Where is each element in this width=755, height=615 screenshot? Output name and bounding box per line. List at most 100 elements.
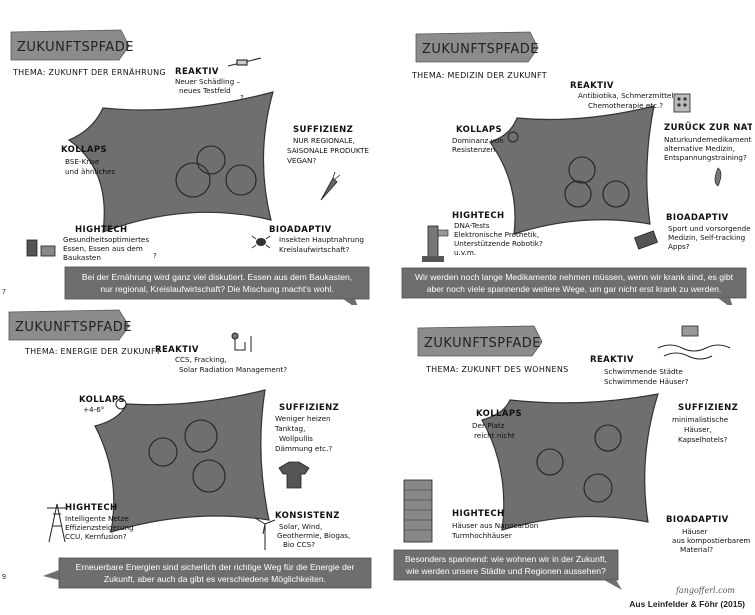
- note-suffizienz-3: Wollpullis: [279, 434, 313, 443]
- pill-pack-icon: [673, 93, 691, 113]
- note-konsistenz-3: Bio CCS?: [283, 540, 315, 549]
- note-hightech-4: u.v.m.: [454, 248, 476, 257]
- note-hightech-1: Gesundheitsoptimiertes: [63, 235, 149, 244]
- panel-wohnen: ZUKUNFTSPFADE THEMA: ZUKUNFT DES WOHNENS…: [393, 325, 750, 590]
- label-bioadaptiv: BIOADAPTIV: [666, 213, 729, 223]
- label-hightech: HIGHTECH: [75, 225, 128, 235]
- circle-marker: [115, 398, 127, 410]
- note-suffizienz-1: NUR REGIONALE,: [293, 136, 355, 145]
- note-zurueck-2: alternative Medizin,: [664, 144, 735, 153]
- caption-box: Wir werden noch lange Medikamente nehmen…: [401, 267, 747, 305]
- panel-medizin: ZUKUNFTSPFADE THEMA: MEDIZIN DER ZUKUNFT…: [401, 31, 752, 305]
- note-bioadaptiv-3: Material?: [680, 545, 713, 554]
- banner-title: ZUKUNFTSPFADE: [422, 42, 539, 57]
- caption-box: Erneuerbare Energien sind sicherlich der…: [43, 557, 372, 589]
- caption-line-1: Besonders spannend: wie wohnen wir in de…: [405, 554, 607, 564]
- circle-marker: [594, 424, 622, 452]
- note-bioadaptiv-2: aus kompostierbarem: [672, 536, 750, 545]
- caption-line-2: nur regional, Kreislaufwirtschaft? Die M…: [100, 284, 333, 294]
- note-suffizienz-1: Weniger heizen: [275, 414, 331, 423]
- herb-jar-icon: [714, 167, 722, 187]
- question-mark: ?: [240, 93, 244, 102]
- food-can-icon: [26, 239, 56, 257]
- label-suffizienz: SUFFIZIENZ: [279, 403, 339, 413]
- insect-icon: [251, 235, 271, 249]
- circle-marker: [536, 448, 564, 476]
- label-konsistenz: KONSISTENZ: [275, 511, 340, 521]
- label-reaktiv: REAKTIV: [590, 355, 634, 365]
- caption-line-1: Bei der Ernährung wird ganz viel diskuti…: [82, 272, 352, 282]
- note-hightech-3: Baukasten: [63, 253, 101, 262]
- note-kollaps-2: und ähnliches: [65, 167, 115, 176]
- label-hightech: HIGHTECH: [452, 211, 505, 221]
- caption-box: Bei der Ernährung wird ganz viel diskuti…: [64, 266, 370, 305]
- title-banner: ZUKUNFTSPFADE: [8, 309, 132, 341]
- circle-marker: [192, 459, 226, 493]
- note-konsistenz-2: Geothermie, Biogas,: [277, 531, 350, 540]
- artist-signature: fangofferl.com: [675, 586, 735, 595]
- note-hightech-3: CCU, Kernfusion?: [65, 532, 127, 541]
- question-mark: ?: [153, 251, 157, 260]
- note-bioadaptiv-1: Sport und vorsorgende: [668, 224, 751, 233]
- panel-ernaehrung: ZUKUNFTSPFADE THEMA: ZUKUNFT DER ERNÄHRU…: [10, 29, 370, 305]
- note-bioadaptiv-3: Apps?: [668, 242, 690, 251]
- title-banner: ZUKUNFTSPFADE: [415, 31, 539, 63]
- note-reaktiv-1: Neuer Schädling –: [175, 77, 240, 86]
- circle-marker: [583, 473, 613, 503]
- note-reaktiv-2: Solar Radiation Management?: [179, 365, 287, 374]
- page-number-top: 7: [2, 289, 6, 296]
- note-zurueck-1: Naturkundemedikamente,: [664, 135, 752, 144]
- pipeline-icon: [231, 332, 252, 352]
- label-suffizienz: SUFFIZIENZ: [293, 125, 353, 135]
- caption-line-2: Zukunft, aber auch da gibt es verschiede…: [104, 574, 326, 584]
- note-suffizienz-3: VEGAN?: [287, 156, 316, 165]
- note-bioadaptiv-2: Kreislaufwirtschaft?: [279, 245, 350, 254]
- sweater-icon: [278, 461, 310, 489]
- note-hightech-2: Effizienzsteigerung: [65, 523, 134, 532]
- circle-marker: [507, 131, 519, 143]
- label-kollaps: KOLLAPS: [476, 409, 522, 419]
- robot-arm-icon: [422, 225, 449, 262]
- caption-box: Besonders spannend: wie wohnen wir in de…: [393, 549, 622, 590]
- label-hightech: HIGHTECH: [452, 509, 505, 519]
- label-zurueck-zur-natur: ZURÜCK ZUR NATUR: [664, 122, 752, 133]
- note-reaktiv-2: neues Testfeld: [179, 86, 231, 95]
- apartment-tower-icon: [403, 479, 433, 543]
- note-hightech-1: Intelligente Netze: [65, 514, 129, 523]
- wind-turbine-icon: [254, 517, 276, 550]
- pathway-shape: [67, 91, 274, 233]
- note-hightech-2: Elektronische Prothetik,: [454, 230, 539, 239]
- circle-marker: [602, 180, 630, 208]
- note-reaktiv-1: Schwimmende Städte: [604, 367, 683, 376]
- note-reaktiv-2: Chemotherapie etc.?: [588, 101, 663, 110]
- floating-house-icon: [657, 325, 731, 360]
- label-reaktiv: REAKTIV: [155, 345, 199, 355]
- caption-line-2: wie werden unsere Städte und Regionen au…: [405, 566, 606, 576]
- note-hightech-2: Turmhochhäuser: [451, 531, 512, 540]
- note-suffizienz-2: Häuser,: [684, 425, 712, 434]
- source-credit: Aus Leinfelder & Föhr (2015): [629, 599, 745, 609]
- caption-line-2: aber noch viele spannende weitere Wege, …: [427, 284, 722, 294]
- theme-label: THEMA: MEDIZIN DER ZUKUNFT: [411, 71, 547, 80]
- pathway-shape: [489, 105, 655, 235]
- banner-title: ZUKUNFTSPFADE: [424, 336, 541, 351]
- note-bioadaptiv-2: Medizin, Self-tracking: [668, 233, 745, 242]
- note-reaktiv-2: Schwimmende Häuser?: [604, 377, 689, 386]
- pathway-shape: [481, 393, 659, 531]
- note-zurueck-3: Entspannungstraining?: [664, 153, 747, 162]
- label-kollaps: KOLLAPS: [456, 125, 502, 135]
- caption-line-1: Erneuerbare Energien sind sicherlich der…: [76, 562, 355, 572]
- note-bioadaptiv-1: Insekten Hauptnahrung: [279, 235, 364, 244]
- note-reaktiv-1: Antibiotika, Schmerzmittel,: [578, 91, 676, 100]
- page-number-bottom: 9: [2, 574, 6, 581]
- circle-marker: [568, 156, 596, 184]
- circle-marker: [225, 164, 257, 196]
- power-pylon-icon: [47, 503, 67, 543]
- note-kollaps-2: reicht nicht: [474, 431, 515, 440]
- note-kollaps-1: Dominanz von: [452, 136, 504, 145]
- circle-marker: [184, 419, 218, 453]
- panel-energie: ZUKUNFTSPFADE THEMA: ENERGIE DER ZUKUNFT…: [8, 309, 372, 589]
- note-hightech-1: Häuser aus Nanocarbon: [452, 521, 538, 530]
- label-suffizienz: SUFFIZIENZ: [678, 403, 738, 413]
